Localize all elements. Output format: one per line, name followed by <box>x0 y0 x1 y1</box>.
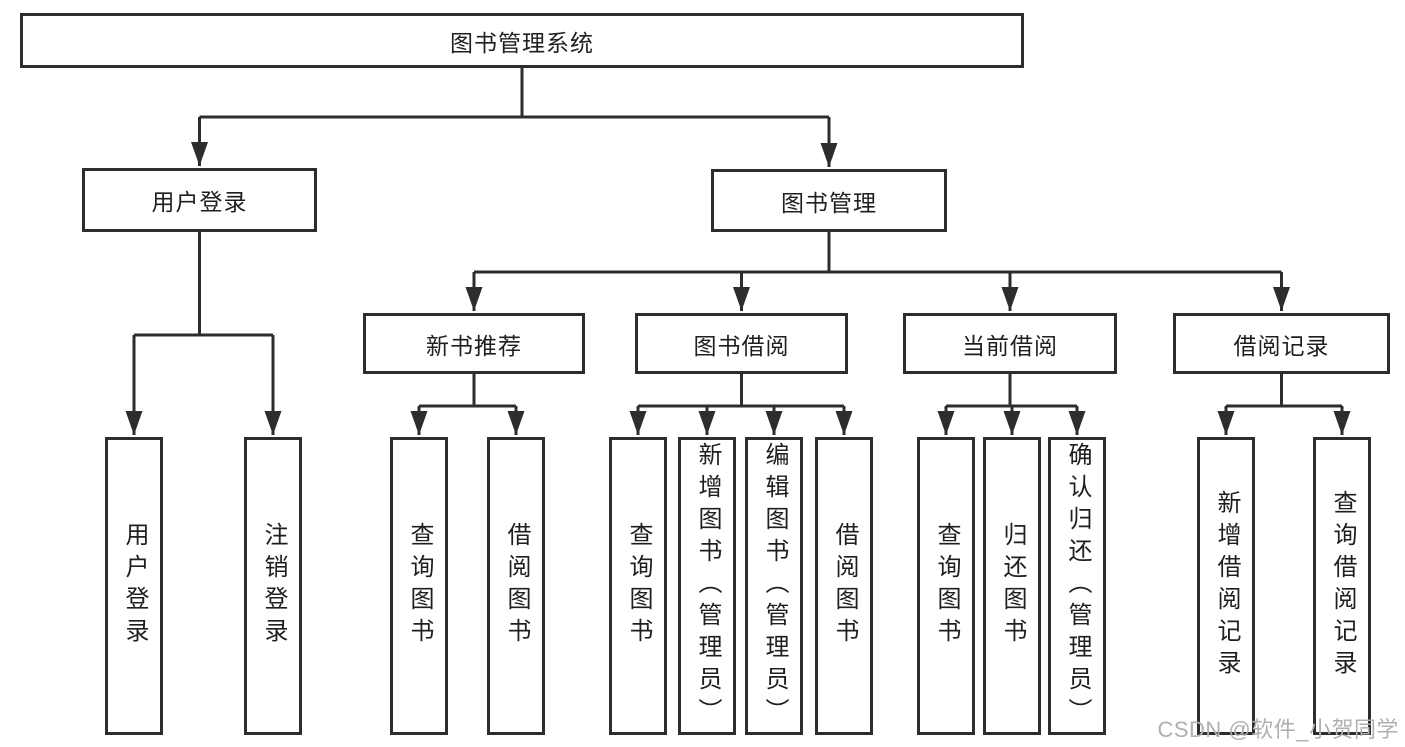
connector-book-borrowing <box>638 374 844 408</box>
node-new-book-recommend: 新书推荐 <box>363 313 585 374</box>
node-leaf-query-borrow-record: 查询借阅记录 <box>1313 437 1371 735</box>
node-leaf-logout: 注销登录 <box>244 437 302 735</box>
node-label-leaf-confirm-return: 确认归还（管理员） <box>1064 442 1091 730</box>
connector-book-management <box>474 232 1282 274</box>
node-current-borrowing: 当前借阅 <box>903 313 1117 374</box>
node-leaf-add-books: 新增图书（管理员） <box>678 437 736 735</box>
watermark-text: CSDN @软件_小贺同学 <box>1157 717 1399 742</box>
node-label-new-book-recommend: 新书推荐 <box>426 332 522 359</box>
node-leaf-borrow-books-2: 借阅图书 <box>815 437 873 735</box>
node-leaf-query-books-1: 查询图书 <box>390 437 448 735</box>
node-label-root: 图书管理系统 <box>450 29 594 56</box>
node-leaf-confirm-return: 确认归还（管理员） <box>1048 437 1106 735</box>
node-label-leaf-logout: 注销登录 <box>260 522 287 650</box>
node-label-leaf-edit-books: 编辑图书（管理员） <box>761 442 788 730</box>
node-label-borrowing-records: 借阅记录 <box>1233 332 1330 359</box>
connector-borrowing-records <box>1226 374 1342 408</box>
connector-user-login <box>134 232 273 337</box>
connector-current-borrowing <box>946 374 1077 408</box>
node-label-leaf-query-books-2: 查询图书 <box>625 522 652 650</box>
node-leaf-borrow-books-1: 借阅图书 <box>487 437 545 735</box>
node-root: 图书管理系统 <box>20 13 1024 68</box>
node-leaf-query-books-3: 查询图书 <box>917 437 975 735</box>
node-leaf-edit-books: 编辑图书（管理员） <box>745 437 803 735</box>
node-leaf-user-login: 用户登录 <box>105 437 163 735</box>
node-leaf-add-borrow-record: 新增借阅记录 <box>1197 437 1255 735</box>
node-label-leaf-query-borrow-record: 查询借阅记录 <box>1329 490 1356 682</box>
connector-new-book-recommend <box>419 374 516 408</box>
node-label-leaf-borrow-books-1: 借阅图书 <box>503 522 530 650</box>
node-leaf-return-books: 归还图书 <box>983 437 1041 735</box>
node-book-management: 图书管理 <box>711 169 947 232</box>
node-label-leaf-borrow-books-2: 借阅图书 <box>831 522 858 650</box>
node-label-book-borrowing: 图书借阅 <box>693 332 790 359</box>
node-label-user-login: 用户登录 <box>151 189 248 215</box>
node-label-leaf-add-borrow-record: 新增借阅记录 <box>1213 490 1240 682</box>
node-label-book-management: 图书管理 <box>781 189 877 216</box>
node-label-leaf-user-login: 用户登录 <box>121 522 148 650</box>
node-borrowing-records: 借阅记录 <box>1173 313 1390 374</box>
connector-root <box>199 68 829 119</box>
node-label-leaf-add-books: 新增图书（管理员） <box>694 442 721 730</box>
node-leaf-query-books-2: 查询图书 <box>609 437 667 735</box>
node-user-login: 用户登录 <box>82 168 317 232</box>
edge-group <box>125 68 1351 435</box>
node-label-current-borrowing: 当前借阅 <box>962 332 1058 359</box>
node-label-leaf-query-books-3: 查询图书 <box>933 522 960 650</box>
node-label-leaf-query-books-1: 查询图书 <box>406 522 433 650</box>
node-book-borrowing: 图书借阅 <box>635 313 848 374</box>
node-label-leaf-return-books: 归还图书 <box>999 522 1026 650</box>
